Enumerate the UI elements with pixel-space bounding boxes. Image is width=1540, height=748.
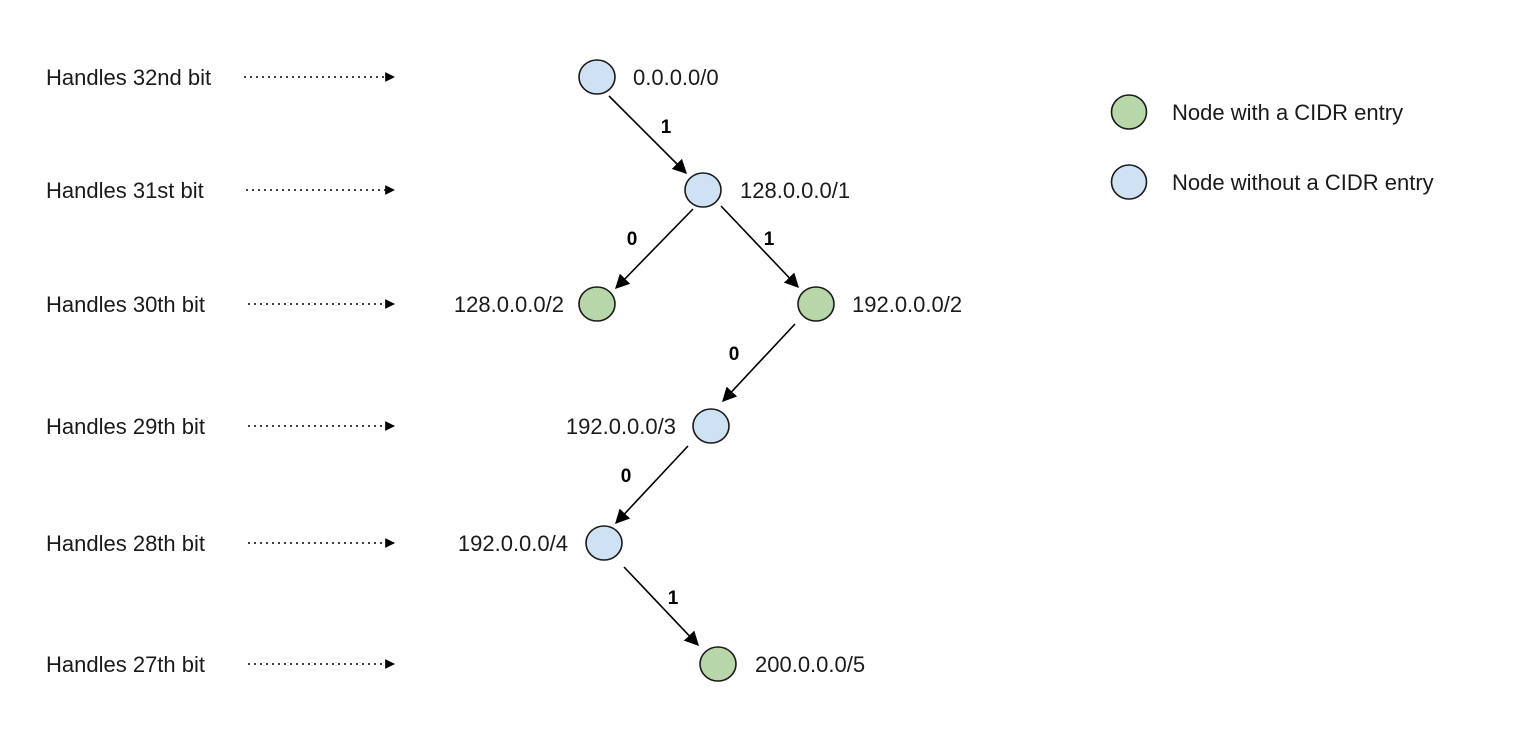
- legend-label-without-entry: Node without a CIDR entry: [1172, 170, 1434, 195]
- edge-bit-label: 1: [668, 588, 679, 609]
- node-cidr-label: 192.0.0.0/2: [852, 292, 962, 317]
- trie-node-n0: [578, 59, 616, 95]
- node-cidr-label: 200.0.0.0/5: [755, 652, 865, 677]
- level-label-bit-29: Handles 29th bit: [46, 414, 205, 439]
- edge-bit-label: 1: [764, 229, 775, 250]
- legend-label-with-entry: Node with a CIDR entry: [1172, 100, 1403, 125]
- edge-bit-label: 0: [627, 229, 638, 250]
- trie-node-n2: [578, 286, 616, 322]
- legend-swatch-with-entry: [1110, 94, 1148, 130]
- node-cidr-label: 128.0.0.0/2: [454, 292, 564, 317]
- level-label-bit-32: Handles 32nd bit: [46, 65, 211, 90]
- node-cidr-label: 192.0.0.0/4: [458, 531, 568, 556]
- trie-edges: 1 0 1 0 0 1: [608, 95, 799, 647]
- edge-n3-to-n4: [722, 323, 796, 403]
- level-label-bit-28: Handles 28th bit: [46, 531, 205, 556]
- legend-swatch-without-entry: [1110, 164, 1148, 200]
- trie-node-n4: [692, 408, 730, 444]
- edge-n1-to-n2: [614, 208, 694, 290]
- trie-node-n5: [585, 525, 623, 561]
- trie-node-n1: [684, 172, 722, 208]
- edge-n5-to-n6: [623, 566, 699, 647]
- trie-nodes: 0.0.0.0/0 128.0.0.0/1 128.0.0.0/2 192.0.0.0…: [454, 59, 962, 682]
- node-cidr-label: 128.0.0.0/1: [740, 178, 850, 203]
- trie-node-n6: [699, 646, 737, 682]
- level-label-bit-31: Handles 31st bit: [46, 178, 204, 203]
- level-label-bit-30: Handles 30th bit: [46, 292, 205, 317]
- node-cidr-label: 192.0.0.0/3: [566, 414, 676, 439]
- edge-bit-label: 1: [661, 117, 672, 138]
- level-label-bit-27: Handles 27th bit: [46, 652, 205, 677]
- edge-n4-to-n5: [615, 445, 689, 525]
- edge-bit-label: 0: [729, 344, 740, 365]
- node-cidr-label: 0.0.0.0/0: [633, 65, 719, 90]
- legend: Node with a CIDR entry Node without a CI…: [1110, 94, 1434, 200]
- edge-n1-to-n3: [720, 205, 799, 289]
- trie-node-n3: [797, 286, 835, 322]
- edge-bit-label: 0: [621, 466, 632, 487]
- edge-n0-to-n1: [608, 95, 688, 175]
